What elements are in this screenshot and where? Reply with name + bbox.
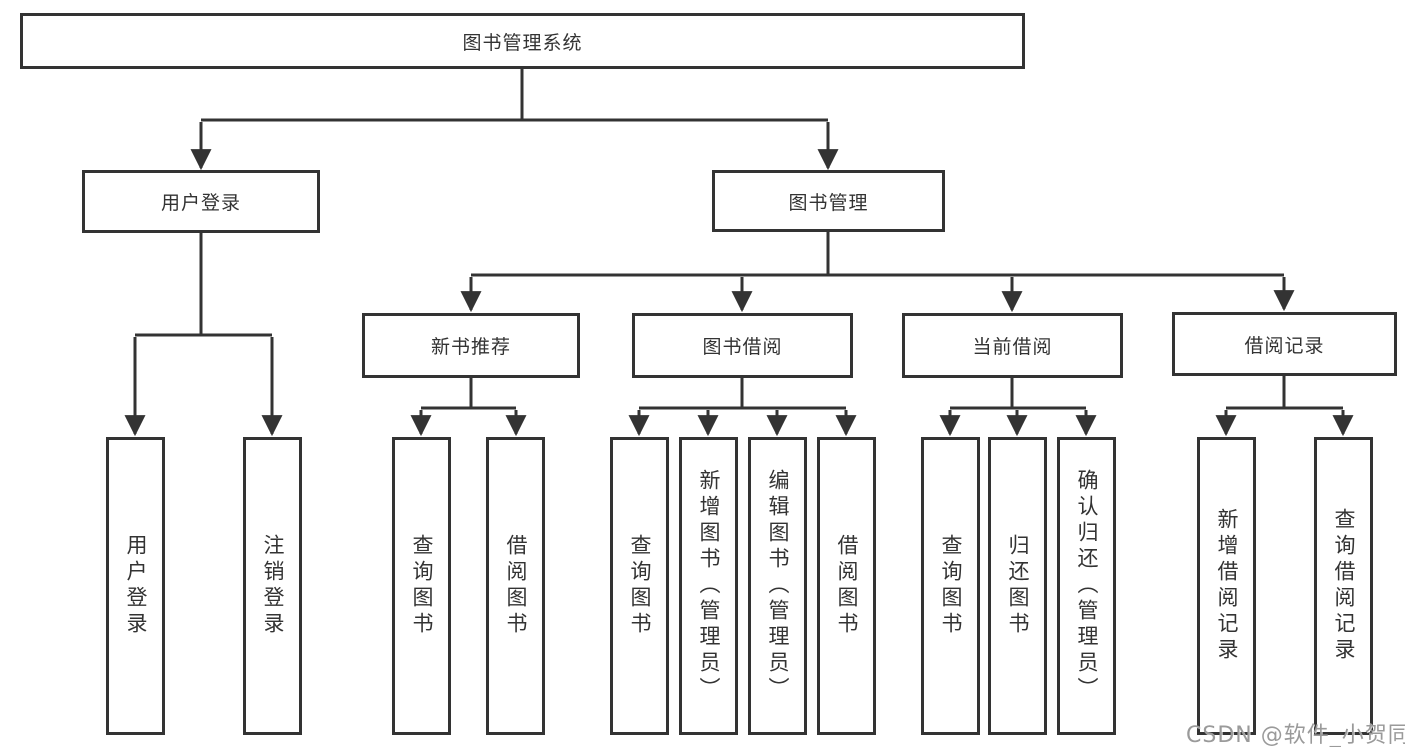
leaf-records-add-record: 新增借阅记录 xyxy=(1197,437,1256,735)
leaf-current-confirm-return-admin-label: 确认归还（管理员） xyxy=(1075,469,1099,703)
node-book-borrowing-label: 图书借阅 xyxy=(702,336,783,358)
leaf-records-query-record: 查询借阅记录 xyxy=(1314,437,1373,735)
node-user-login: 用户登录 xyxy=(82,170,320,233)
leaf-records-add-record-label: 新增借阅记录 xyxy=(1215,508,1239,664)
leaf-current-return-books: 归还图书 xyxy=(988,437,1047,735)
leaf-borrowing-edit-books-admin: 编辑图书（管理员） xyxy=(748,437,807,735)
node-new-book-recommend: 新书推荐 xyxy=(362,313,580,378)
csdn-watermark: CSDN @软件_小贺同学 xyxy=(1186,723,1405,747)
node-current-borrowing: 当前借阅 xyxy=(902,313,1123,378)
leaf-borrowing-add-books-admin-label: 新增图书（管理员） xyxy=(697,469,721,703)
node-book-management: 图书管理 xyxy=(712,170,945,232)
leaf-user-login-label: 用户登录 xyxy=(124,534,148,638)
leaf-records-query-record-label: 查询借阅记录 xyxy=(1332,508,1356,664)
leaf-recommend-query-books-label: 查询图书 xyxy=(410,534,434,638)
node-borrowing-records: 借阅记录 xyxy=(1172,312,1397,376)
node-book-borrowing: 图书借阅 xyxy=(632,313,853,378)
node-borrowing-records-label: 借阅记录 xyxy=(1244,334,1325,357)
leaf-user-login: 用户登录 xyxy=(106,437,165,735)
node-new-book-recommend-label: 新书推荐 xyxy=(430,336,511,358)
node-user-login-label: 用户登录 xyxy=(160,192,241,214)
node-book-management-label: 图书管理 xyxy=(788,191,869,214)
leaf-current-query-books: 查询图书 xyxy=(921,437,980,735)
leaf-borrowing-borrow-books-label: 借阅图书 xyxy=(835,534,859,638)
leaf-recommend-query-books: 查询图书 xyxy=(392,437,451,735)
leaf-logout: 注销登录 xyxy=(243,437,302,735)
node-current-borrowing-label: 当前借阅 xyxy=(972,336,1053,358)
leaf-current-query-books-label: 查询图书 xyxy=(939,534,963,638)
leaf-recommend-borrow-books: 借阅图书 xyxy=(486,437,545,735)
leaf-current-return-books-label: 归还图书 xyxy=(1006,534,1030,638)
node-root-system: 图书管理系统 xyxy=(20,13,1025,69)
leaf-logout-label: 注销登录 xyxy=(261,534,285,638)
node-root-system-label: 图书管理系统 xyxy=(462,31,583,54)
leaf-borrowing-borrow-books: 借阅图书 xyxy=(817,437,876,735)
leaf-borrowing-edit-books-admin-label: 编辑图书（管理员） xyxy=(766,469,790,703)
leaf-recommend-borrow-books-label: 借阅图书 xyxy=(504,534,528,638)
leaf-borrowing-query-books-label: 查询图书 xyxy=(628,534,652,638)
leaf-borrowing-query-books: 查询图书 xyxy=(610,437,669,735)
leaf-borrowing-add-books-admin: 新增图书（管理员） xyxy=(679,437,738,735)
leaf-current-confirm-return-admin: 确认归还（管理员） xyxy=(1057,437,1116,735)
